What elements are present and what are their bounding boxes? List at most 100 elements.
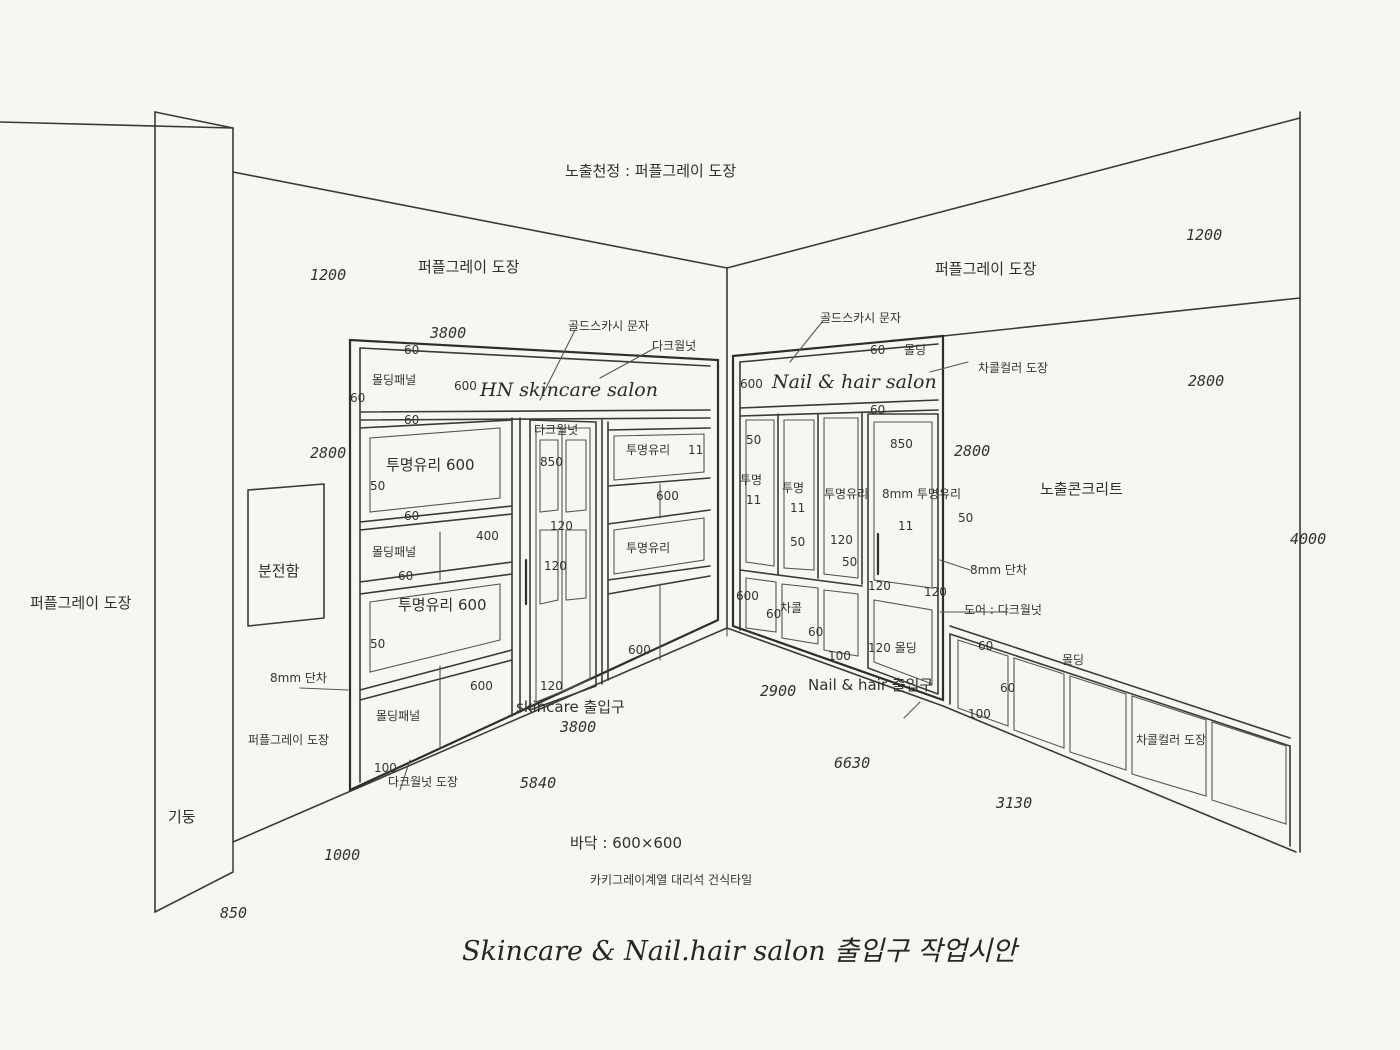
dim-120: 120 [540,679,563,693]
pillar-label: 기둥 [168,808,196,826]
door-note: 도어 : 다크월넛 [964,603,1042,617]
dim-600: 600 [656,489,679,503]
dim-100: 100 [374,761,397,775]
dim-3130: 3130 [995,794,1032,812]
skincare-sign: HN skincare salon [479,379,658,401]
sketch-title: Skincare & Nail.hair salon 출입구 작업시안 [462,936,1020,967]
dim-100: 100 [968,707,991,721]
molding-top-right-label: 몰딩 [904,343,926,357]
dim-60: 60 [398,569,413,583]
clear-glass-label-4: 투명유리 [626,541,670,555]
dim-2900: 2900 [760,682,796,700]
upper-wall-right-note: 퍼플그레이 도장 [935,260,1037,278]
upper-wall-left-note: 퍼플그레이 도장 [418,258,520,276]
dim-60: 60 [870,403,885,417]
clear-glass-door-label: 8mm 투명유리 [882,487,961,501]
dim-60: 60 [766,607,781,621]
dim-600: 600 [454,379,477,393]
dim-120: 120 [830,533,853,547]
dim-600: 600 [740,377,763,391]
nail-entrance-label: Nail & hair 출입구 [808,676,933,694]
dark-walnut-top-note: 다크월넛 [652,339,696,353]
dim-50: 50 [790,535,805,549]
step-left-label: 8mm 단차 [270,671,327,685]
skincare-entrance-label: skincare 출입구 [516,698,625,716]
dim-2800-left: 2800 [310,444,346,462]
nail-hair-sign: Nail & hair salon [771,371,937,393]
clear-glass-vertical-3: 투명유리 [824,487,868,501]
dim-50: 50 [370,479,385,493]
right-facade [731,334,945,702]
dim-60: 60 [978,639,993,653]
gold-letter-note-right: 골드스카시 문자 [820,311,901,325]
clear-glass-label-3: 투명유리 [626,443,670,457]
clear-glass-vertical-2: 투명 [782,481,804,495]
gold-letter-note-left: 골드스카시 문자 [568,319,649,333]
molding-low-right-label: 몰딩 [1062,653,1084,667]
distribution-box-outline [247,483,325,627]
ceiling-note: 노출천정 : 퍼플그레이 도장 [565,162,736,180]
dim-2800-right: 2800 [1188,372,1224,390]
dim-11: 11 [688,443,703,457]
dimensions: 1200 1200 2800 2800 2800 3800 3800 4000 … [220,226,1326,922]
dim-3800-floor: 3800 [559,718,596,736]
dim-50: 50 [842,555,857,569]
dim-120: 120 [550,519,573,533]
dim-3800-top: 3800 [429,324,466,342]
left-wall-note: 퍼플그레이 도장 [30,594,132,612]
dim-60: 60 [1000,681,1015,695]
dim-4000: 4000 [1290,530,1326,548]
dim-5840: 5840 [520,774,556,792]
right-wall-panels [949,625,1291,847]
charcoal-paint-label-2: 차콜컬러 도장 [1136,733,1206,747]
structure-lines [0,111,1301,913]
molding-panel-label-1: 몰딩패널 [372,373,416,387]
dim-11: 11 [790,501,805,515]
dim-100: 100 [828,649,851,663]
dark-walnut-bottom-label: 다크월넛 도장 [388,775,458,789]
left-facade [348,338,720,792]
dim-60: 60 [404,413,419,427]
dim-600: 600 [628,643,651,657]
clear-glass-label-2: 투명유리 600 [398,596,487,614]
dim-120: 120 [868,579,891,593]
dim-600: 600 [736,589,759,603]
charcoal-paint-label-1: 차콜컬러 도장 [978,361,1048,375]
step-right-label: 8mm 단차 [970,563,1027,577]
exposed-concrete-label: 노출콘크리트 [1040,480,1123,498]
clear-glass-vertical-1: 투명 [740,473,762,487]
molding-120-label: 120 몰딩 [868,641,917,655]
dim-850: 850 [220,904,247,922]
dim-850-door-right: 850 [890,437,913,451]
dim-50: 50 [370,637,385,651]
floor-note-line1: 바닥 : 600×600 [570,834,682,852]
dim-11: 11 [898,519,913,533]
dim-600: 600 [470,679,493,693]
dim-60: 60 [350,391,365,405]
dim-1200-left: 1200 [310,266,346,284]
dim-60: 60 [808,625,823,639]
dim-120: 120 [544,559,567,573]
dim-50: 50 [746,433,761,447]
dim-50: 50 [958,511,973,525]
dim-60: 60 [870,343,885,357]
door-walnut-label: 다크월넛 [534,423,578,437]
dim-6630: 6630 [834,754,870,772]
dim-60: 60 [404,509,419,523]
floor-note-line2: 카키그레이계열 대리석 건식타일 [590,873,752,887]
dim-1000: 1000 [324,846,360,864]
left-wall-note-2: 퍼플그레이 도장 [248,733,329,747]
leader-lines [299,321,1009,791]
distribution-box-label: 분전함 [258,562,300,580]
dim-60: 60 [404,343,419,357]
dim-850-door-left: 850 [540,455,563,469]
molding-panel-label-2: 몰딩패널 [372,545,416,559]
dim-2800-mid: 2800 [954,442,990,460]
dim-120: 120 [924,585,947,599]
dim-1200-right: 1200 [1186,226,1222,244]
molding-panel-label-3: 몰딩패널 [376,709,420,723]
labels: 노출천정 : 퍼플그레이 도장 퍼플그레이 도장 퍼플그레이 도장 퍼플그레이 … [30,162,1206,887]
dim-400: 400 [476,529,499,543]
charcoal-lower-label: 차콜 [780,601,802,615]
